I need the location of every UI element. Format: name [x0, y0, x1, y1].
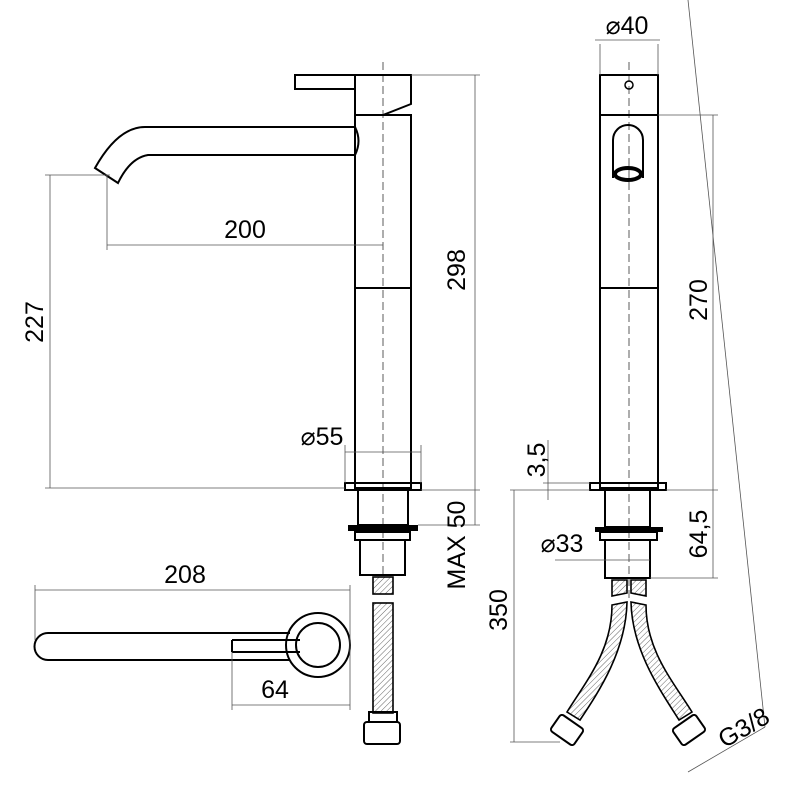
washer — [348, 525, 418, 531]
dim-body-diameter: ⌀40 — [606, 12, 649, 40]
cartridge-head — [354, 74, 412, 116]
top-handle — [33, 632, 290, 661]
dim-spout-height: 227 — [21, 301, 49, 343]
hose-right — [630, 601, 694, 722]
spout-joint — [354, 126, 360, 156]
hose-left — [565, 601, 628, 722]
dim-hose-length: 350 — [485, 589, 513, 631]
hose-nut-right — [671, 713, 707, 747]
hose-stub — [372, 576, 394, 595]
front-view: ⌀40 270 64,5 3,5 ⌀33 350 G3/8 — [485, 0, 775, 773]
nut — [354, 531, 411, 541]
lever-handle — [294, 74, 356, 90]
hose-nut — [363, 721, 401, 745]
dim-body-height: 270 — [685, 279, 713, 321]
top-body-inner — [295, 622, 341, 668]
hose-nut-left — [549, 713, 585, 747]
spout — [93, 126, 355, 185]
dim-spout-reach: 200 — [224, 216, 266, 244]
dim-base-plate: 3,5 — [523, 443, 551, 478]
dim-total-height: 298 — [443, 249, 471, 291]
dim-max-deck: MAX 50 — [443, 501, 471, 590]
dim-shank-diameter: ⌀33 — [541, 530, 584, 558]
flexible-hose — [372, 602, 394, 714]
top-view: 208 64 — [33, 561, 351, 710]
dim-handle-length: 208 — [164, 561, 206, 589]
aerator-slot — [612, 124, 644, 178]
side-view: 200 227 298 ⌀55 MAX 50 — [21, 62, 480, 745]
aerator — [613, 166, 643, 182]
front-body — [599, 114, 659, 489]
dim-hose-thread: G3/8 — [714, 702, 775, 753]
dim-base-diameter: ⌀55 — [301, 423, 344, 451]
shank-lower — [359, 539, 406, 576]
mixer-body — [354, 114, 412, 489]
dim-shank-length: 64,5 — [685, 510, 713, 559]
dim-handle-offset: 64 — [261, 676, 289, 704]
